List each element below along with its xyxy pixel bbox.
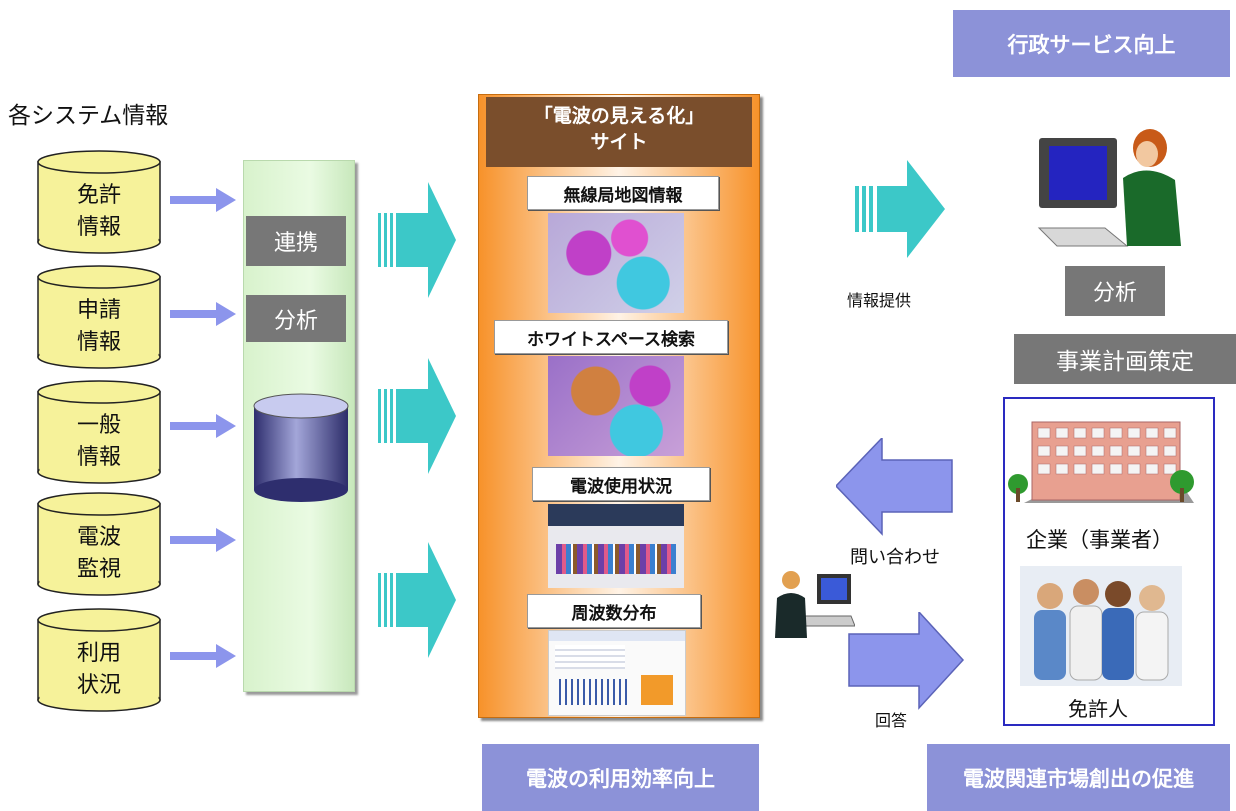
source-cylinder: 電波 監視 (37, 492, 161, 596)
whitespace-search-label: ホワイトスペース検索 (494, 320, 728, 354)
business-planning-label: 事業計画策定 (1014, 334, 1236, 384)
site-arrow (378, 182, 456, 298)
inquiry-label: 問い合わせ (850, 547, 940, 568)
answer-label: 回答 (875, 711, 908, 730)
source-cylinder: 一般 情報 (37, 380, 161, 484)
systems-title: 各システム情報 (8, 103, 169, 129)
info-provide-label: 情報提供 (847, 291, 912, 310)
usage-thumbnail (548, 504, 684, 588)
source-arrow (170, 188, 236, 212)
source-label: 電波 監視 (76, 525, 121, 582)
source-arrow (170, 644, 236, 668)
licensee-label: 免許人 (1068, 697, 1128, 721)
right-analysis-label: 分析 (1065, 266, 1165, 316)
cylinder-shape (37, 608, 161, 712)
info-provide-arrow (855, 160, 945, 258)
analyst-icon (1037, 129, 1181, 247)
site-header: 「電波の見える化」 サイト (486, 97, 752, 167)
cylinder-shape (37, 380, 161, 484)
site-arrow (378, 358, 456, 474)
answer-arrow (848, 612, 965, 710)
source-arrow (170, 302, 236, 326)
efficiency-banner: 電波の利用効率向上 (482, 744, 759, 811)
source-arrow (170, 414, 236, 438)
operator-icon (773, 568, 855, 638)
company-label: 企業（事業者） (1026, 528, 1173, 552)
market-creation-banner: 電波関連市場創出の促進 (927, 744, 1230, 811)
source-arrows (170, 188, 236, 668)
site-arrows (378, 182, 456, 658)
source-label: 一般 情報 (76, 413, 121, 470)
usage-status-label: 電波使用状況 (532, 467, 710, 501)
analysis-label: 分析 (246, 295, 346, 342)
source-cylinder: 免許 情報 (37, 150, 161, 254)
source-cylinder: 利用 状況 (37, 608, 161, 712)
map-thumbnail (548, 213, 684, 313)
freq-distribution-label: 周波数分布 (527, 594, 701, 628)
source-cylinder: 申請 情報 (37, 265, 161, 369)
cylinder-shape (37, 492, 161, 596)
admin-service-banner: 行政サービス向上 (953, 10, 1230, 77)
map-info-label: 無線局地図情報 (527, 176, 719, 210)
company-building-icon (1008, 421, 1194, 503)
source-label: 申請 情報 (76, 298, 121, 355)
source-arrow (170, 528, 236, 552)
licensee-group-icon (1020, 566, 1182, 686)
whitespace-thumbnail (548, 356, 684, 456)
link-label: 連携 (246, 216, 346, 266)
site-arrow (378, 542, 456, 658)
source-label: 利用 状況 (76, 641, 121, 698)
database-icon (253, 393, 349, 502)
cylinder-shape (37, 265, 161, 369)
inquiry-arrow (836, 438, 953, 536)
freq-thumbnail (548, 630, 686, 716)
source-label: 免許 情報 (76, 183, 121, 240)
cylinder-shape (37, 150, 161, 254)
